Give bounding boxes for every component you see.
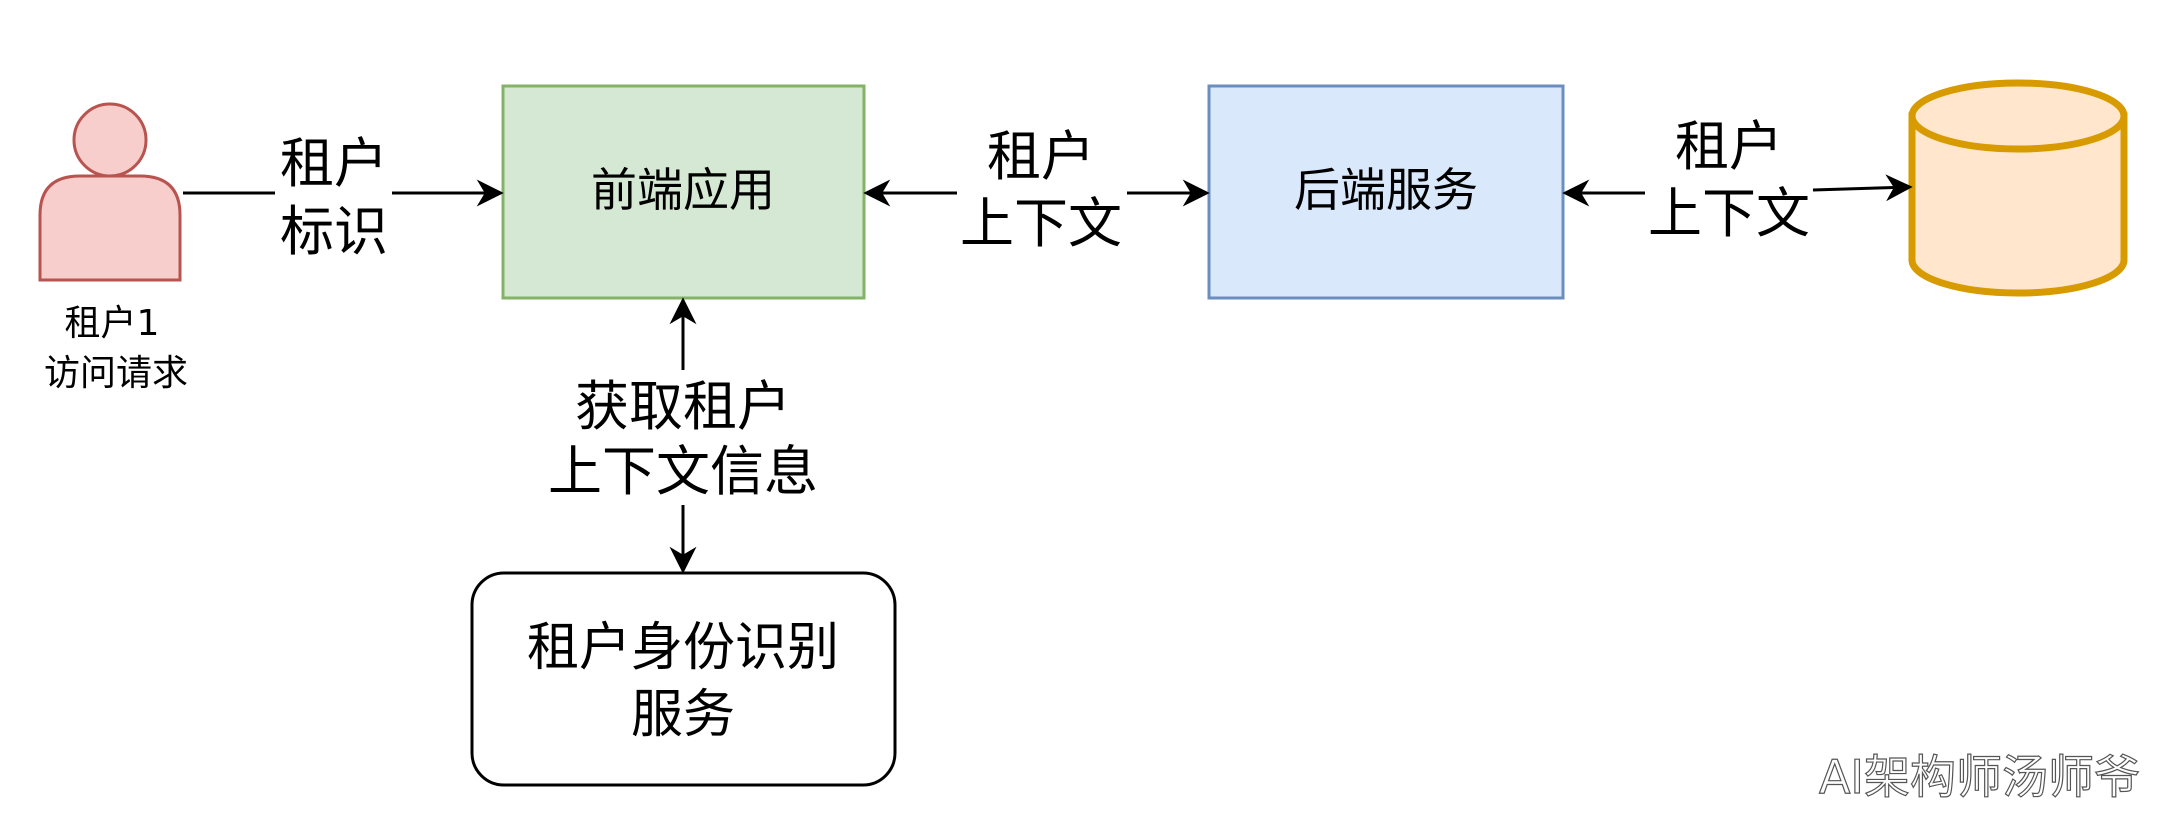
edge-frontend-identity-label-line2: 上下文信息: [548, 440, 818, 503]
user-icon: [38, 102, 182, 282]
frontend-app-label: 前端应用: [591, 163, 775, 217]
tenant-identity-service-label-line1: 租户身份识别: [527, 618, 839, 678]
database-icon: [1908, 79, 2128, 297]
tenant-identity-service-node: [470, 571, 897, 787]
user-label-line2: 访问请求: [44, 353, 188, 394]
edge-user-to-frontend-label-line1: 租户: [280, 132, 388, 195]
edge-backend-database: [1562, 174, 1913, 207]
frontend-app-node: [501, 84, 866, 300]
backend-service-node: [1207, 84, 1565, 300]
edge-frontend-identity-label-line1: 获取租户: [575, 375, 791, 438]
edge-frontend-backend-label-line1: 租户: [987, 125, 1095, 188]
edge-frontend-backend-label-line2: 上下文: [960, 192, 1122, 255]
edge-backend-database-label-line2: 上下文: [1648, 182, 1810, 245]
backend-service-label: 后端服务: [1294, 163, 1478, 217]
tenant-identity-service-label-line2: 服务: [631, 685, 735, 745]
user-label-line1: 租户1: [65, 303, 160, 344]
edge-user-to-frontend-label-line2: 标识: [280, 200, 388, 263]
watermark-text: AI架构师汤师爷: [1819, 750, 2140, 804]
edge-backend-database-label-line1: 租户: [1675, 115, 1783, 178]
